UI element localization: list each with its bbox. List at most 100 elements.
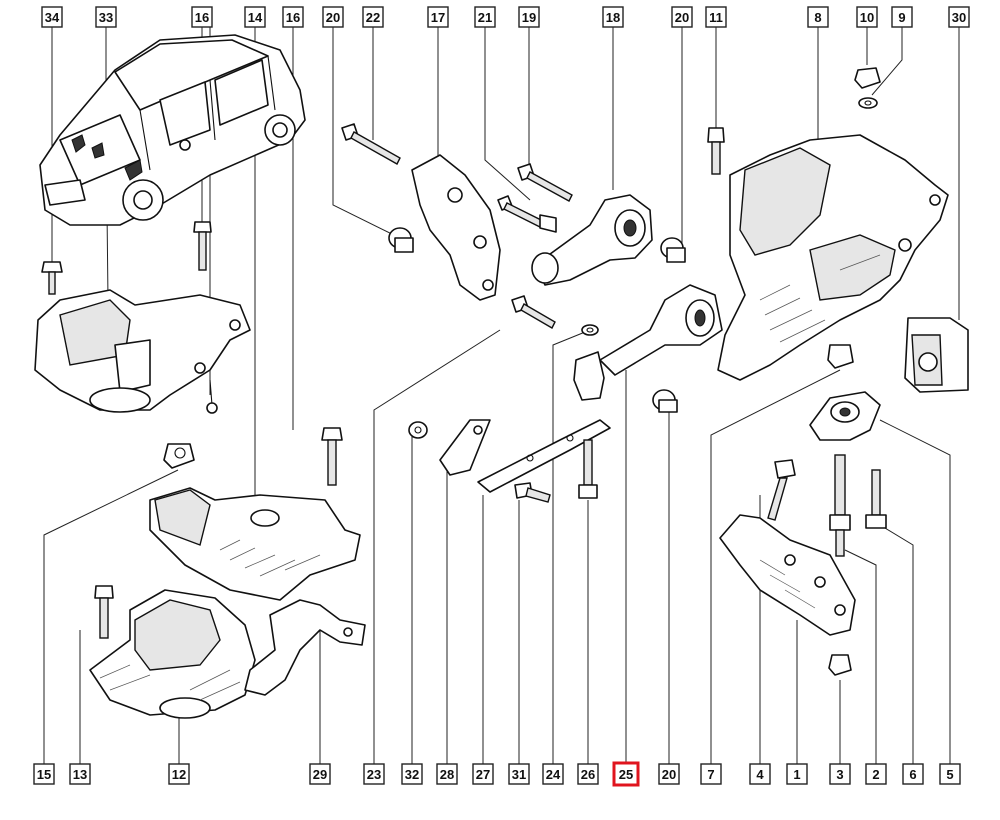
callout-15: 15 [33, 763, 55, 785]
svg-text:24: 24 [546, 767, 561, 782]
bolt-21 [497, 195, 557, 233]
bolt-13 [94, 585, 114, 639]
callout-26: 26 [577, 763, 599, 785]
callout-20: 20 [322, 6, 344, 28]
bolt-22 [341, 123, 401, 165]
svg-text:27: 27 [476, 767, 490, 782]
callout-12: 12 [168, 763, 190, 785]
callout-9: 9 [891, 6, 913, 28]
svg-text:13: 13 [73, 767, 87, 782]
mount-30 [904, 317, 969, 393]
svg-text:33: 33 [99, 10, 113, 25]
stud-2 [829, 454, 851, 557]
callout-32: 32 [401, 763, 423, 785]
callout-18: 18 [602, 6, 624, 28]
bolt-16a [193, 221, 212, 271]
callout-33: 33 [95, 6, 117, 28]
svg-text:12: 12 [172, 767, 186, 782]
callout-11: 11 [705, 6, 727, 28]
callout-16: 16 [191, 6, 213, 28]
bracket-8 [717, 134, 949, 381]
bracket-17 [411, 154, 501, 301]
svg-text:5: 5 [946, 767, 953, 782]
svg-text:26: 26 [581, 767, 595, 782]
torque-rod-25 [573, 284, 723, 401]
callout-10: 10 [856, 6, 878, 28]
bracket-28 [439, 419, 491, 476]
callout-14: 14 [244, 6, 266, 28]
bolt-16b [321, 427, 343, 486]
bottom-label-row: 15 13 12 29 23 32 28 27 31 24 26 25 20 7… [33, 761, 961, 787]
clip-32 [408, 421, 428, 439]
nut-10 [854, 67, 881, 89]
svg-text:1: 1 [793, 767, 800, 782]
callout-17: 17 [427, 6, 449, 28]
svg-text:16: 16 [286, 10, 300, 25]
link-27 [477, 419, 611, 493]
nut-3 [828, 654, 852, 676]
callout-1: 1 [786, 763, 808, 785]
bolt-11 [707, 127, 725, 175]
svg-text:32: 32 [405, 767, 419, 782]
svg-text:14: 14 [248, 10, 263, 25]
torque-rod-18 [531, 194, 653, 286]
engine-mount-33 [34, 289, 251, 414]
washer-24 [581, 324, 599, 336]
svg-text:6: 6 [909, 767, 916, 782]
svg-text:34: 34 [45, 10, 60, 25]
svg-text:19: 19 [522, 10, 536, 25]
callout-6: 6 [902, 763, 924, 785]
svg-text:17: 17 [431, 10, 445, 25]
svg-text:28: 28 [440, 767, 454, 782]
bolt-6 [865, 469, 887, 529]
callout-27: 27 [472, 763, 494, 785]
bushing-20a [388, 227, 414, 253]
callout-7: 7 [700, 763, 722, 785]
bracket-14 [149, 487, 361, 601]
svg-text:9: 9 [898, 10, 905, 25]
callout-34: 34 [41, 6, 63, 28]
callout-20: 20 [671, 6, 693, 28]
callout-20: 20 [658, 763, 680, 785]
svg-text:22: 22 [366, 10, 380, 25]
svg-text:18: 18 [606, 10, 620, 25]
washer-9 [858, 97, 878, 109]
svg-text:25: 25 [619, 767, 633, 782]
bolt-4 [767, 459, 796, 521]
svg-text:20: 20 [675, 10, 689, 25]
bolt-26 [578, 439, 598, 499]
svg-text:15: 15 [37, 767, 51, 782]
callout-4: 4 [749, 763, 771, 785]
svg-text:2: 2 [872, 767, 879, 782]
callout-22: 22 [362, 6, 384, 28]
bolt-34 [41, 261, 63, 295]
callout-13: 13 [69, 763, 91, 785]
bolt-31 [514, 482, 551, 503]
top-label-row: 34 33 16 14 16 20 22 17 21 19 18 20 11 8… [41, 6, 970, 28]
svg-text:3: 3 [836, 767, 843, 782]
bushing-20c [652, 389, 678, 413]
svg-text:7: 7 [707, 767, 714, 782]
callout-25-highlighted: 25 [612, 761, 640, 787]
svg-text:16: 16 [195, 10, 209, 25]
callout-5: 5 [939, 763, 961, 785]
svg-text:8: 8 [814, 10, 821, 25]
svg-text:29: 29 [313, 767, 327, 782]
callout-29: 29 [309, 763, 331, 785]
callout-2: 2 [865, 763, 887, 785]
vehicle-illustration [39, 34, 306, 226]
bracket-1 [719, 514, 856, 636]
svg-text:11: 11 [709, 10, 723, 25]
callout-16: 16 [282, 6, 304, 28]
mount-12 [89, 589, 256, 719]
bolt-19 [517, 163, 573, 202]
callout-28: 28 [436, 763, 458, 785]
nut-15 [163, 443, 195, 469]
svg-text:10: 10 [860, 10, 874, 25]
callout-24: 24 [542, 763, 564, 785]
nut-7 [827, 344, 854, 369]
bushing-20b [660, 237, 686, 263]
svg-text:20: 20 [662, 767, 676, 782]
svg-text:31: 31 [512, 767, 526, 782]
